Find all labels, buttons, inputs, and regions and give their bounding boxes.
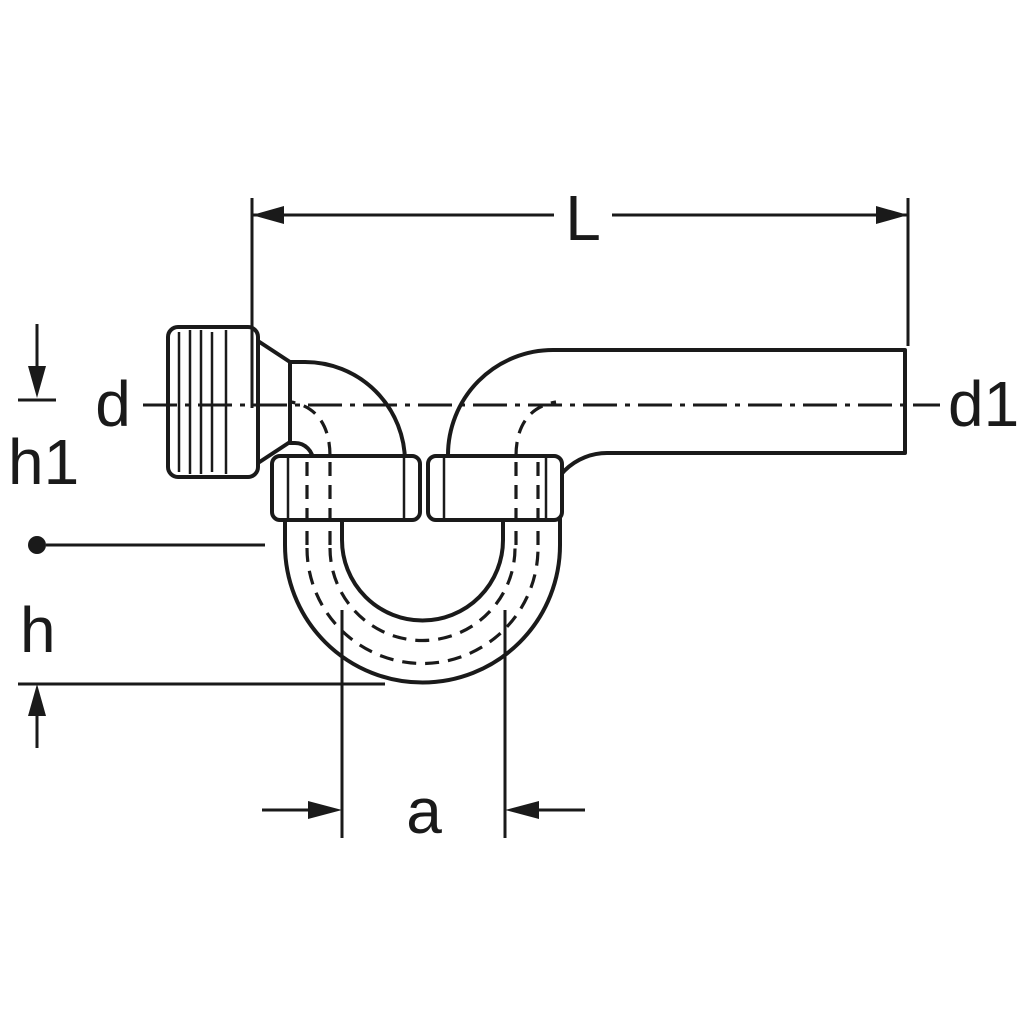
- label-height: h: [20, 594, 56, 666]
- inlet-cone: [256, 339, 292, 465]
- label-inlet-diameter: d: [95, 368, 131, 440]
- hidden-arc-inner: [328, 547, 517, 643]
- dimension-h1: h1: [8, 324, 265, 554]
- union-nut-right: [426, 454, 564, 522]
- dimension-h: h: [18, 594, 385, 748]
- arrowhead-left: [252, 206, 284, 224]
- dimension-L: L: [250, 182, 910, 408]
- label-backing: [88, 372, 138, 436]
- hidden-elbow-left: [290, 400, 332, 457]
- centerline-d-d1: d d1: [88, 368, 1019, 440]
- inlet-nut-knurling: [177, 330, 228, 474]
- arrowhead-right-pointing: [308, 801, 342, 819]
- label-spacing: a: [406, 775, 442, 847]
- arrowhead-left-pointing: [505, 801, 539, 819]
- label-length: L: [565, 182, 601, 254]
- label-outlet-diameter: d1: [948, 368, 1019, 440]
- arrowhead-up: [28, 684, 46, 716]
- dimension-a: a: [262, 610, 585, 847]
- hidden-arc-outer: [305, 547, 540, 666]
- label-backing: [554, 184, 612, 244]
- union-nut-left: [270, 454, 422, 522]
- label-height1: h1: [8, 426, 79, 498]
- hidden-pipe-lines: [290, 400, 557, 666]
- reference-dot: [28, 536, 46, 554]
- trap-assembly: [166, 325, 907, 685]
- arrowhead-right: [876, 206, 908, 224]
- hidden-elbow-right: [514, 400, 557, 457]
- arrowhead-down: [28, 366, 46, 398]
- u-bend: [283, 468, 562, 685]
